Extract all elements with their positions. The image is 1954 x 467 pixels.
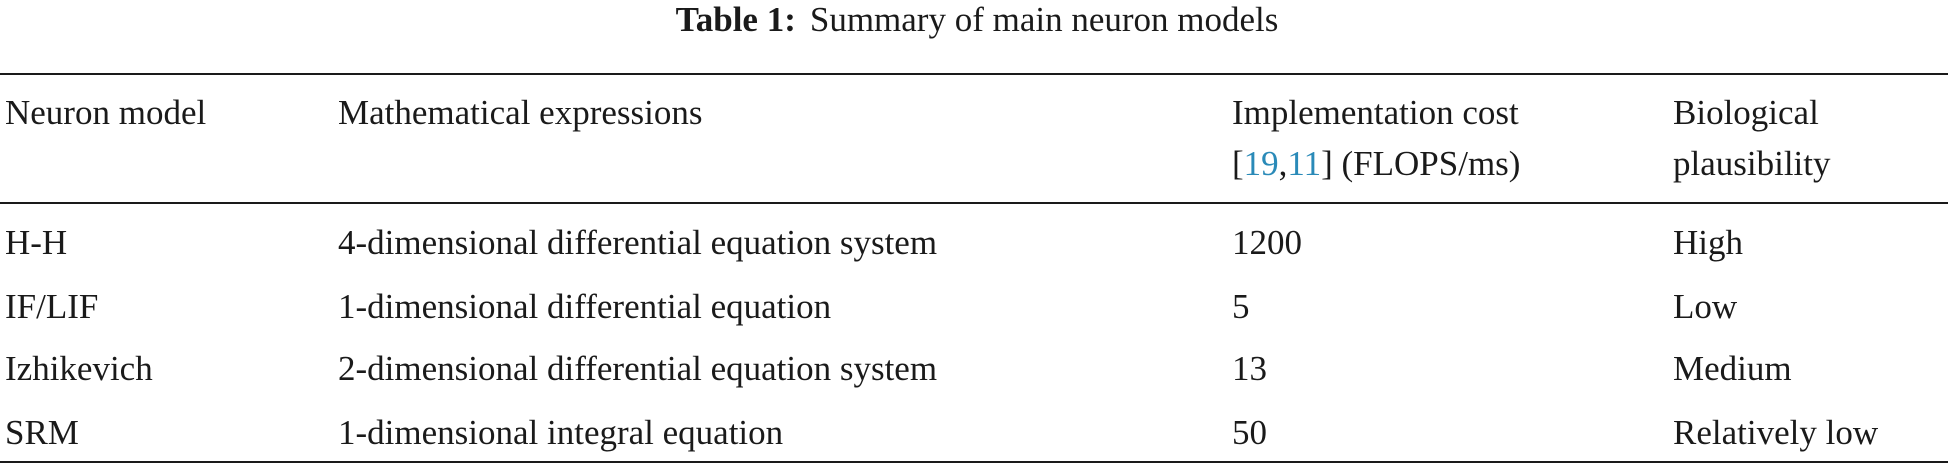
table-cell-plausibility: Low <box>1673 287 1738 326</box>
header-neuron-model: Neuron model <box>5 93 207 132</box>
table-caption: Table 1: Summary of main neuron models <box>0 0 1954 40</box>
cite-bracket-close: ] <box>1321 144 1333 183</box>
header-implementation-cost: Implementation cost <box>1232 93 1519 132</box>
top-rule <box>0 73 1948 75</box>
table-cell-cost: 5 <box>1232 287 1250 326</box>
table-cell-model: IF/LIF <box>5 287 99 326</box>
header-plausibility: plausibility <box>1673 144 1831 183</box>
table-cell-plausibility: High <box>1673 223 1743 262</box>
caption-text: Summary of main neuron models <box>809 0 1279 39</box>
header-mathematical-expressions: Mathematical expressions <box>338 93 703 132</box>
citation-link-11[interactable]: 11 <box>1287 144 1322 183</box>
table-cell-expression: 1-dimensional integral equation <box>338 413 784 452</box>
table-cell-cost: 13 <box>1232 349 1267 388</box>
table-cell-plausibility: Relatively low <box>1673 413 1879 452</box>
table-cell-expression: 1-dimensional differential equation <box>338 287 832 326</box>
cite-bracket-open: [ <box>1232 144 1244 183</box>
cost-unit: (FLOPS/ms) <box>1332 144 1521 183</box>
table-cell-plausibility: Medium <box>1673 349 1792 388</box>
table-cell-model: Izhikevich <box>5 349 153 388</box>
table-cell-model: SRM <box>5 413 79 452</box>
table-cell-model: H-H <box>5 223 68 262</box>
table-cell-expression: 4-dimensional differential equation syst… <box>338 223 938 262</box>
citation-link-19[interactable]: 19 <box>1243 144 1279 183</box>
caption-label: Table 1: <box>675 0 796 39</box>
table-cell-cost: 50 <box>1232 413 1267 452</box>
header-biological: Biological <box>1673 93 1819 132</box>
cite-separator: , <box>1278 144 1288 183</box>
bottom-rule <box>0 461 1948 463</box>
table-cell-cost: 1200 <box>1232 223 1302 262</box>
header-rule <box>0 202 1948 204</box>
header-implementation-cost-unit: [19,11] (FLOPS/ms) <box>1232 143 1520 185</box>
table-cell-expression: 2-dimensional differential equation syst… <box>338 349 938 388</box>
